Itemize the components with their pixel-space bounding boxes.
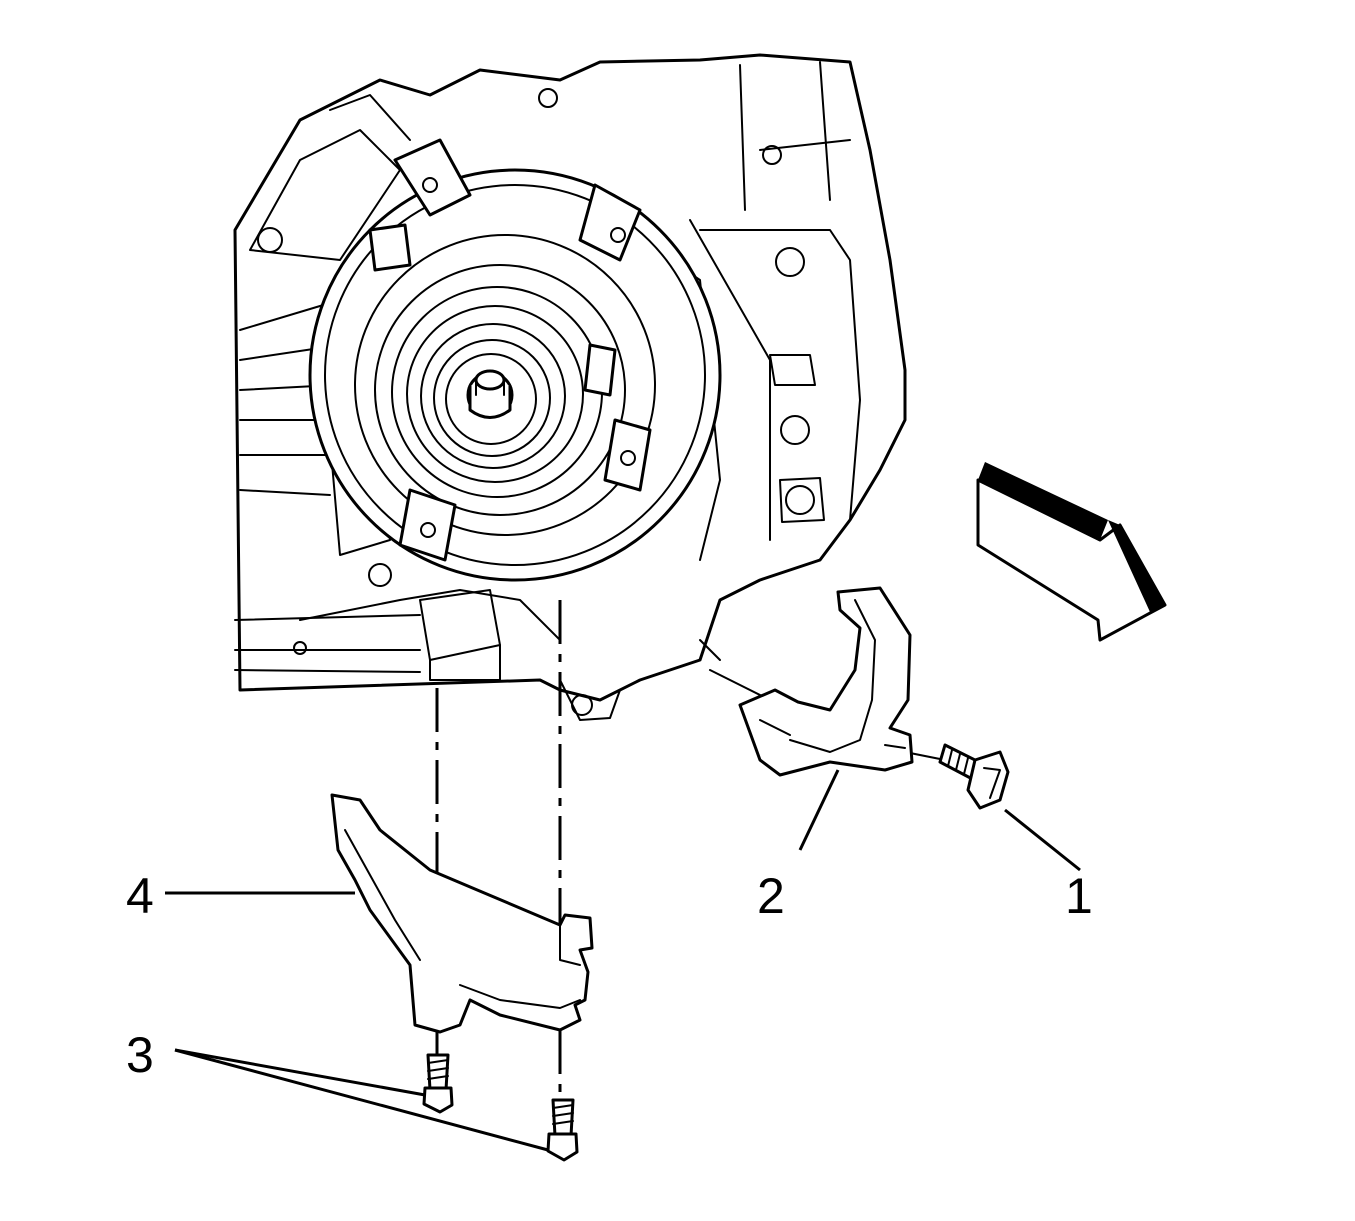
part-1-bolt	[938, 743, 1010, 810]
leader-2	[798, 769, 840, 851]
callout-4: 4	[126, 868, 154, 924]
leader-lines	[165, 769, 1081, 1152]
part-4-cover	[330, 793, 594, 1034]
leader-3a	[174, 1048, 426, 1097]
callout-3: 3	[126, 1027, 154, 1083]
part-3-bolts	[422, 1053, 579, 1162]
leader-1	[1004, 808, 1081, 872]
torque-converter	[308, 138, 722, 582]
leader-3b	[174, 1048, 549, 1152]
direction-arrow-icon	[976, 462, 1167, 642]
part-2-cover	[738, 586, 914, 777]
callout-1: 1	[1065, 868, 1093, 924]
callout-2: 2	[757, 868, 785, 924]
